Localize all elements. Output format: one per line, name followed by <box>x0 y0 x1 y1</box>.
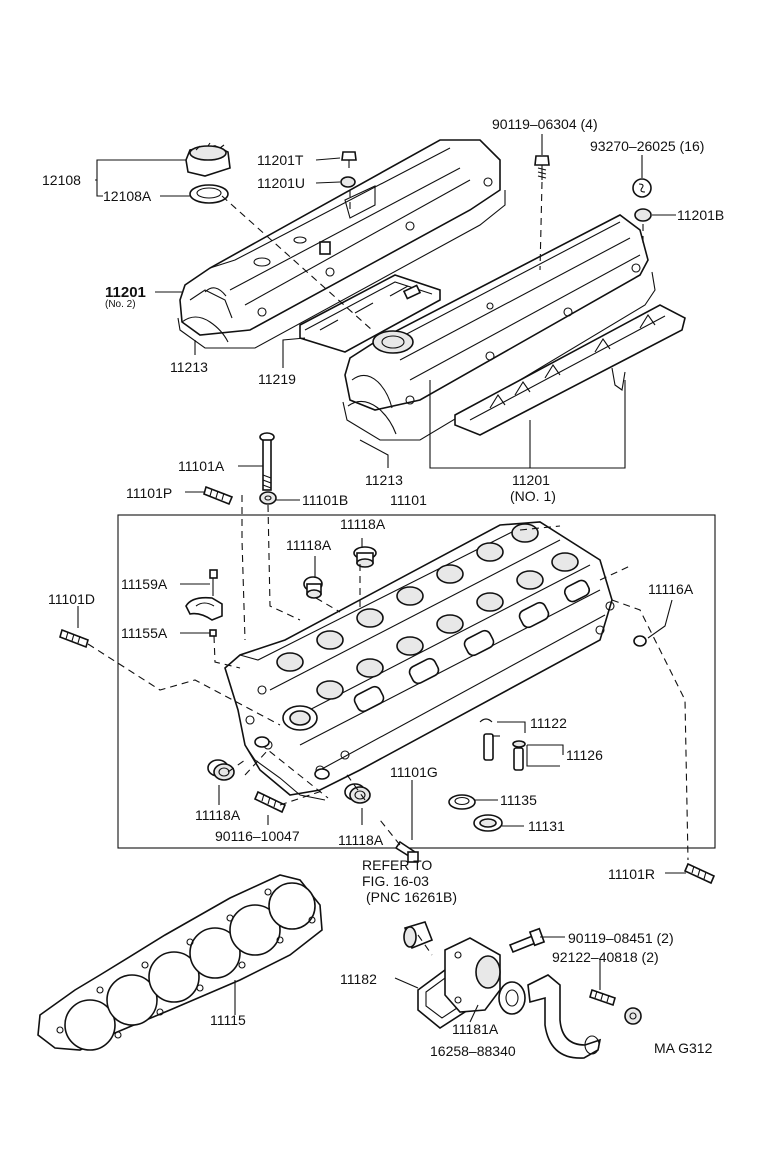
bolt-11159A <box>209 569 218 596</box>
label-12108: 12108 <box>42 172 81 188</box>
head-bolt-11101A <box>259 432 275 491</box>
label-refer-to: REFER TO <box>362 857 432 873</box>
label-11126: 11126 <box>566 747 603 763</box>
leader-lines <box>77 134 686 1023</box>
camshaft-journals-lower <box>316 552 579 700</box>
oil-seal-11131 <box>473 814 503 832</box>
stud-90116-10047 <box>253 790 287 814</box>
breather-plate <box>454 304 686 436</box>
plug-11116A <box>633 635 647 647</box>
bolt-90119-08451 <box>508 927 546 954</box>
label-11201-no2-sub: (No. 2) <box>105 299 136 310</box>
label-11101A: 11101A <box>178 458 225 474</box>
plug-11118A-top-center <box>353 546 377 568</box>
label-11159A: 11159A <box>121 576 168 592</box>
label-11122: 11122 <box>530 715 567 731</box>
stud-11101P <box>203 485 234 506</box>
label-11118A-top-left: 11118A <box>286 537 332 553</box>
bolt-90119-06304 <box>534 155 550 180</box>
label-11201B: 11201B <box>677 207 724 223</box>
water-pipe <box>527 974 602 1059</box>
intake-ports <box>282 579 591 731</box>
label-11101R: 11101R <box>608 866 655 882</box>
label-11181A: 11181A <box>452 1021 499 1037</box>
label-11155A: 11155A <box>121 625 168 641</box>
label-11201-no2: 11201 <box>105 284 146 301</box>
label-refer-pnc: (PNC 16261B) <box>366 889 457 905</box>
clip-11122 <box>479 718 493 723</box>
plug-11118A-bottom-center <box>344 783 371 804</box>
label-11182: 11182 <box>340 971 377 987</box>
label-11135: 11135 <box>500 792 537 808</box>
washer-11101B <box>259 491 277 505</box>
camshaft-journals-upper <box>276 523 539 672</box>
label-11201U: 11201U <box>257 175 305 191</box>
nut-90119 <box>624 1007 642 1025</box>
label-diagram-code: MA G312 <box>654 1040 713 1056</box>
stud-11101G <box>394 840 419 863</box>
label-93270-26025: 93270–26025 (16) <box>590 138 704 154</box>
label-11101D: 11101D <box>48 591 95 607</box>
water-outlet-11181A <box>444 937 501 1013</box>
grommet-11201B <box>634 208 652 222</box>
cylinder-head-group-frame <box>117 514 716 849</box>
plug-11118A-top-left <box>303 576 323 599</box>
label-11101: 11101 <box>390 492 427 508</box>
gasket-16258-88340 <box>498 981 526 1015</box>
label-11116A: 11116A <box>648 581 694 597</box>
label-16258-88340: 16258–88340 <box>430 1043 516 1059</box>
label-92122-40818: 92122–40818 (2) <box>552 949 659 965</box>
label-11201T: 11201T <box>257 152 304 168</box>
seal-ring-11135 <box>448 794 476 810</box>
stud-92122-40818 <box>589 988 616 1007</box>
label-11101B: 11101B <box>302 492 348 508</box>
label-12108A: 12108A <box>103 188 152 204</box>
label-11118A-top-center: 11118A <box>340 516 386 532</box>
valve-guide-11126 <box>483 733 526 771</box>
seal-washer-93270 <box>632 178 652 198</box>
cylinder-head-cover-no2 <box>179 139 501 336</box>
cover-gasket-upper <box>177 190 506 349</box>
cylinder-head-cover-no1 <box>344 214 649 411</box>
label-90116-10047: 90116–10047 <box>215 828 300 844</box>
label-11213-lower: 11213 <box>365 472 403 488</box>
label-90119-08451: 90119–08451 (2) <box>568 930 674 946</box>
label-11213-upper: 11213 <box>170 359 208 375</box>
cylinder-head-gasket-11115 <box>37 874 323 1051</box>
oil-filler-cap-12108 <box>185 142 231 177</box>
label-11101G: 11101G <box>390 764 438 780</box>
bolt-11201T <box>341 151 357 168</box>
label-11118A-bottom-center: 11118A <box>338 832 384 848</box>
stud-11101D <box>59 628 89 649</box>
assembly-dashed-lines <box>87 181 689 956</box>
cam-bearing-cap-11155A <box>185 596 223 637</box>
label-refer-fig: FIG. 16-03 <box>362 873 429 889</box>
label-11118A-bottom-left: 11118A <box>195 807 241 823</box>
cylinder-head-11101 <box>224 521 615 801</box>
center-cover-plate-11219 <box>299 274 441 353</box>
oil-filler-gasket-12108A <box>189 184 229 204</box>
washer-11201U <box>340 176 356 188</box>
label-11201-no1: 11201 <box>512 472 550 488</box>
label-11201-no1-sub: (NO. 1) <box>510 488 556 504</box>
cover-gasket-lower <box>342 271 656 441</box>
label-11131: 11131 <box>528 818 565 834</box>
label-11219: 11219 <box>258 371 296 387</box>
part-labels: 90119–06304 (4) 93270–26025 (16) 11201T … <box>42 116 724 1059</box>
label-90119-06304: 90119–06304 (4) <box>492 116 598 132</box>
label-11101P: 11101P <box>126 485 172 501</box>
label-11115: 11115 <box>210 1012 246 1028</box>
plug-11118A-bottom-left <box>207 759 235 781</box>
stud-11101R <box>683 862 716 885</box>
